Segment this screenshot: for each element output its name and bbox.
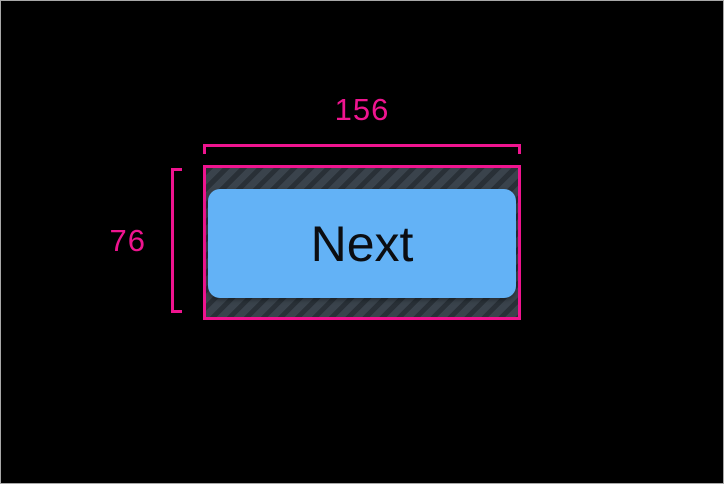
width-dimension-line: [203, 144, 521, 154]
touch-target-bounds: Next: [203, 165, 521, 320]
next-button[interactable]: Next: [208, 189, 516, 298]
height-dimension-label: 76: [109, 223, 146, 258]
height-dimension-line: [171, 168, 182, 313]
next-button-label: Next: [310, 215, 414, 272]
width-dimension-label: 156: [334, 92, 390, 127]
